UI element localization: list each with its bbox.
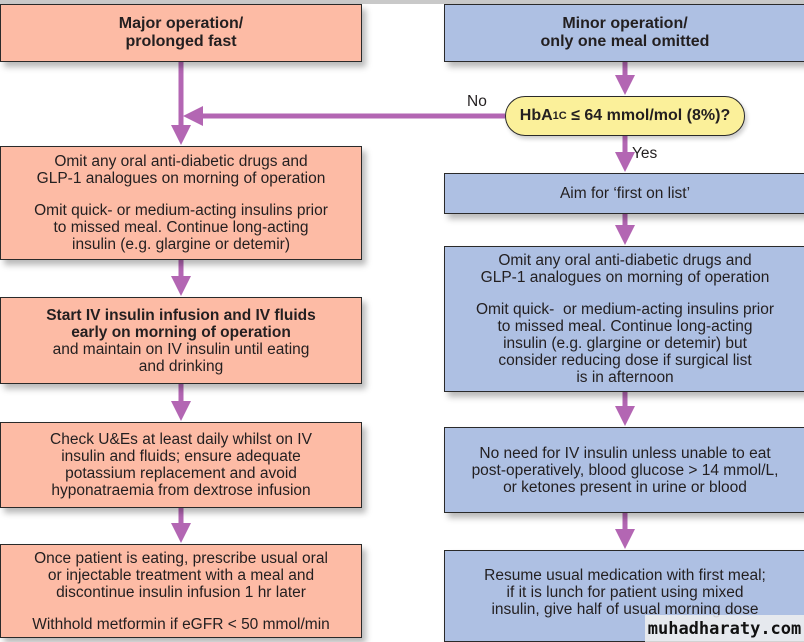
text-line: Omit quick- or medium-acting insulins pr… [475,301,775,318]
text-line: GLP-1 analogues on morning of operation [480,269,770,286]
text-line-bold: early on morning of operation [71,323,291,341]
text-line: insulin, give half of usual morning dose [491,601,759,618]
text-line-bold: Start IV insulin infusion and IV fluids [46,306,316,324]
text-line: consider reducing dose if surgical list [498,352,752,369]
text-line: potassium replacement and avoid [65,465,297,482]
text-line: Resume usual medication with first meal; [484,567,766,584]
text-line: is in afternoon [576,369,674,386]
text-line: Withhold metformin if eGFR < 50 mmol/min [32,615,330,633]
decision-suffix: ≤ 64 mmol/mol (8%)? [566,107,731,124]
text-line: Check U&Es at least daily whilst on IV [50,431,312,448]
header-line: Minor operation/ [562,15,688,32]
top-border [0,0,804,4]
decision-prefix: HbA [519,107,553,124]
text-line: or injectable treatment with a meal and [47,566,315,584]
no-label: No [467,93,487,110]
text-line: discontinue insulin infusion 1 hr later [56,583,306,601]
text-line: Omit quick- or medium-acting insulins pr… [34,202,328,219]
text-line: if it is lunch for patient using mixed [506,584,744,601]
minor-step-first-on-list: Aim for ‘first on list’ [444,173,804,214]
minor-operation-header: Minor operation/ only one meal omitted [444,4,804,62]
minor-step-iv-insulin-criteria: No need for IV insulin unless unable to … [444,427,804,513]
text-line: and drinking [138,357,224,375]
text-line: insulin (e.g. glargine or detemir) [72,236,290,253]
text-line: GLP-1 analogues on morning of operation [36,170,326,187]
major-step-iv-insulin: Start IV insulin infusion and IV fluids … [0,297,362,384]
decision-subscript: 1C [552,110,567,122]
text-line: Omit any oral anti-diabetic drugs and [54,153,308,170]
major-step-omit-drugs: Omit any oral anti-diabetic drugs and GL… [0,146,362,260]
header-line: only one meal omitted [540,33,710,50]
text-line: insulin and fluids; ensure adequate [61,448,301,465]
text-line: to missed meal. Continue long-acting [497,318,753,335]
text-line: to missed meal. Continue long-acting [53,219,309,236]
watermark: muhadharaty.com [645,615,804,642]
text-line: No need for IV insulin unless unable to … [479,445,771,462]
minor-step-omit-drugs: Omit any oral anti-diabetic drugs and GL… [444,246,804,392]
text-line: Aim for ‘first on list’ [559,185,691,202]
yes-label: Yes [632,145,658,162]
text-line: hyponatraemia from dextrose infusion [51,482,311,499]
major-step-check-ues: Check U&Es at least daily whilst on IV i… [0,422,362,508]
text-line: Omit any oral anti-diabetic drugs and [498,252,752,269]
text-line: Once patient is eating, prescribe usual … [34,549,328,567]
header-line: prolonged fast [125,33,237,50]
text-line: or ketones present in urine or blood [503,479,747,496]
header-line: Major operation/ [118,15,244,32]
text-line: post-operatively, blood glucose > 14 mmo… [471,462,779,479]
major-operation-header: Major operation/ prolonged fast [0,4,362,62]
major-step-resume-treatment: Once patient is eating, prescribe usual … [0,544,362,638]
text-line: insulin (e.g. glargine or detemir) but [503,335,747,352]
text-line: and maintain on IV insulin until eating [52,340,310,358]
